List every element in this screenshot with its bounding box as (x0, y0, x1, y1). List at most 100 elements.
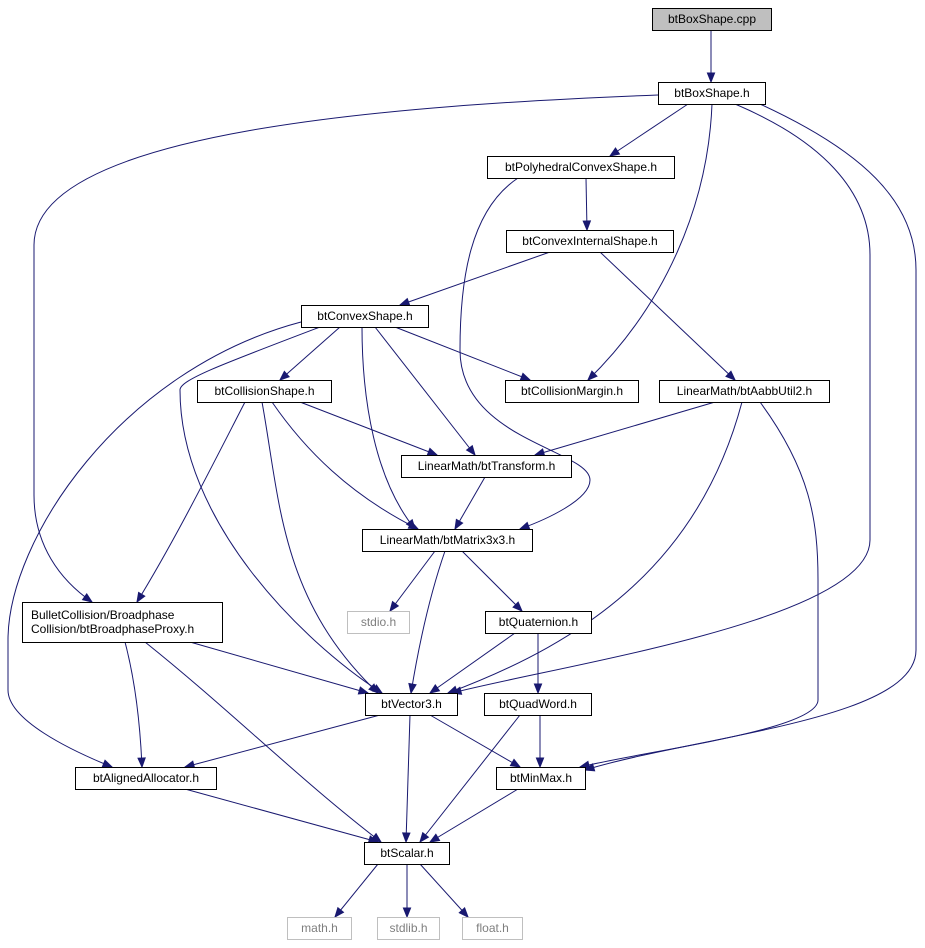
edge-bt-convex-shape-h-to-bt-matrix3x3-h (361, 326, 416, 531)
arrowhead (278, 370, 290, 381)
node-bt-polyhedral-convex-shape-h[interactable]: btPolyhedralConvexShape.h (487, 156, 675, 179)
arrowhead (706, 72, 716, 84)
node-box (401, 455, 572, 478)
edges-layer (7, 30, 917, 919)
arrowhead (357, 686, 370, 695)
arrowhead (137, 757, 146, 769)
node-bt-convex-internal-shape-h[interactable]: btConvexInternalShape.h (506, 230, 674, 253)
node-label: btScalar.h (380, 846, 433, 860)
edge-bt-transform-h-to-bt-matrix3x3-h (454, 476, 486, 531)
arrowhead (389, 600, 400, 613)
edge-line (399, 251, 551, 306)
edge-bt-polyhedral-convex-shape-h-to-bt-convex-internal-shape-h (582, 177, 592, 232)
edge-bt-convex-internal-shape-h-to-bt-convex-shape-h (398, 251, 551, 306)
node-label: LinearMath/btAabbUtil2.h (677, 384, 812, 398)
edge-line (136, 401, 246, 603)
edge-bt-broadphase-proxy-h-to-bt-vector3-h (189, 641, 370, 695)
node-label: stdlib.h (389, 921, 427, 935)
node-bt-vector3-h[interactable]: btVector3.h (365, 693, 458, 716)
arrowhead (426, 447, 439, 456)
edge-line (410, 550, 446, 694)
edge-bt-convex-shape-h-to-bt-collision-shape-h (278, 326, 341, 381)
node-bt-collision-margin-h[interactable]: btCollisionMargin.h (505, 380, 639, 403)
node-bt-quad-word-h[interactable]: btQuadWord.h (484, 693, 592, 716)
node-label: BulletCollision/Broadphase (31, 608, 175, 622)
node-box (197, 380, 332, 403)
arrowhead (725, 370, 736, 381)
node-bt-broadphase-proxy-h[interactable]: BulletCollision/BroadphaseCollision/btBr… (22, 602, 223, 643)
arrowhead (408, 682, 417, 695)
edge-line (184, 714, 381, 768)
node-box (485, 611, 592, 634)
arrowhead (428, 833, 441, 843)
edge-bt-box-shape-h-to-bt-collision-margin-h (587, 103, 713, 381)
node-label: float.h (476, 921, 509, 935)
node-box (362, 529, 533, 552)
edge-bt-box-shape-cpp-to-bt-box-shape-h (706, 30, 716, 84)
node-box (652, 8, 772, 31)
nodes-layer: btBoxShape.cpp btBoxShape.h btPolyhedralCo… (22, 8, 830, 940)
edge-bt-collision-shape-h-to-bt-matrix3x3-h (271, 401, 420, 530)
arrowhead (368, 683, 379, 694)
edge-line (189, 641, 369, 694)
edge-bt-vector3-h-to-bt-min-max-h (429, 714, 522, 768)
node-bt-box-shape-cpp[interactable]: btBoxShape.cpp (652, 8, 772, 31)
node-bt-box-shape-h[interactable]: btBoxShape.h (658, 82, 766, 105)
node-bt-convex-shape-h[interactable]: btConvexShape.h (301, 305, 429, 328)
node-label: btConvexInternalShape.h (522, 234, 657, 248)
node-box (487, 156, 675, 179)
arrowhead (608, 147, 621, 157)
node-label: stdio.h (361, 615, 396, 629)
node-label: btConvexShape.h (317, 309, 412, 323)
arrowhead (535, 757, 545, 769)
node-label: btMinMax.h (510, 771, 572, 785)
edge-line (179, 326, 383, 694)
edge-bt-scalar-h-to-math-h (334, 863, 379, 919)
node-bt-collision-shape-h[interactable]: btCollisionShape.h (197, 380, 332, 403)
node-box (365, 693, 458, 716)
node-bt-transform-h[interactable]: LinearMath/btTransform.h (401, 455, 572, 478)
edge-line (394, 326, 531, 381)
edge-line (454, 476, 486, 530)
edge-bt-quad-word-h-to-bt-min-max-h (535, 715, 545, 769)
arrowhead (401, 832, 411, 844)
edge-line (261, 401, 379, 694)
edge-line (584, 103, 917, 771)
node-stdio-h: stdio.h (347, 611, 410, 634)
node-bt-min-max-h[interactable]: btMinMax.h (496, 767, 586, 790)
node-bt-matrix3x3-h[interactable]: LinearMath/btMatrix3x3.h (362, 529, 533, 552)
edge-bt-broadphase-proxy-h-to-bt-aligned-allocator-h (124, 641, 146, 769)
node-label: Collision/btBroadphaseProxy.h (31, 622, 194, 636)
node-box (462, 917, 523, 940)
node-label: btAlignedAllocator.h (93, 771, 199, 785)
edge-line (419, 714, 521, 843)
edge-line (374, 326, 476, 456)
edge-line (599, 251, 736, 381)
arrowhead (458, 907, 469, 918)
edge-line (579, 401, 819, 768)
edge-line (447, 401, 743, 694)
edge-line (33, 94, 659, 603)
node-label: LinearMath/btTransform.h (418, 459, 556, 473)
node-bt-aligned-allocator-h[interactable]: btAlignedAllocator.h (75, 767, 217, 790)
node-bt-quaternion-h[interactable]: btQuaternion.h (485, 611, 592, 634)
edge-line (334, 863, 379, 918)
arrowhead (136, 591, 146, 604)
node-bt-scalar-h[interactable]: btScalar.h (364, 842, 450, 865)
node-label: btCollisionMargin.h (521, 384, 623, 398)
edge-bt-aligned-allocator-h-to-bt-scalar-h (184, 788, 380, 844)
node-label: btVector3.h (381, 697, 442, 711)
node-stdlib-h: stdlib.h (377, 917, 440, 940)
edge-bt-matrix3x3-h-to-bt-vector3-h (408, 550, 446, 695)
edge-bt-broadphase-proxy-h-to-bt-scalar-h (144, 641, 383, 843)
node-box (506, 230, 674, 253)
edge-line (451, 103, 871, 694)
node-bt-aabb-util2-h[interactable]: LinearMath/btAabbUtil2.h (659, 380, 830, 403)
edge-bt-scalar-h-to-stdlib-h (402, 864, 412, 919)
edge-line (459, 177, 591, 530)
node-box (377, 917, 440, 940)
node-box (75, 767, 217, 790)
node-float-h: float.h (462, 917, 523, 940)
node-label: LinearMath/btMatrix3x3.h (380, 533, 515, 547)
edge-bt-convex-shape-h-to-bt-transform-h (374, 326, 476, 457)
